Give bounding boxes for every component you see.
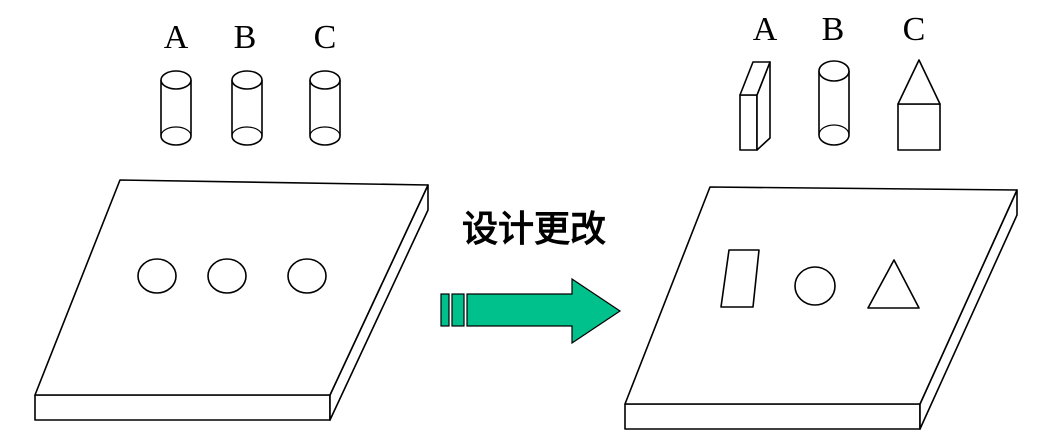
right-plate	[624, 186, 1018, 430]
left-plate-front-edge	[34, 394, 331, 421]
change-arrow	[440, 277, 622, 345]
right-label-b: B	[822, 11, 845, 48]
left-label-b: B	[234, 19, 257, 56]
arrow-tail-bar-1	[440, 293, 450, 327]
left-plate	[34, 179, 429, 421]
right-label-a: A	[753, 11, 778, 48]
left-label-c: C	[314, 19, 337, 56]
right-hole-rect	[720, 249, 760, 308]
right-panel: A B C	[624, 11, 1018, 430]
left-hole-b	[207, 258, 247, 294]
change-arrow-group: 设计更改	[440, 209, 622, 345]
right-label-c: C	[903, 11, 926, 48]
left-panel: A B C	[34, 19, 429, 421]
left-hole-c	[287, 258, 327, 294]
arrow-body	[466, 277, 622, 345]
right-prism-a	[739, 61, 771, 151]
arrow-tail-bar-2	[451, 293, 465, 327]
right-hole-circle	[794, 266, 836, 306]
left-cylinder-c	[309, 70, 341, 146]
right-prism-c	[897, 59, 941, 151]
left-cylinder-b	[231, 70, 263, 146]
left-cylinder-a	[160, 70, 192, 146]
left-label-a: A	[164, 19, 189, 56]
right-hole-triangle	[867, 259, 920, 309]
right-plate-front-edge	[624, 403, 921, 430]
left-hole-a	[137, 258, 177, 294]
change-caption: 设计更改	[462, 209, 606, 250]
right-cylinder-b	[818, 60, 850, 146]
